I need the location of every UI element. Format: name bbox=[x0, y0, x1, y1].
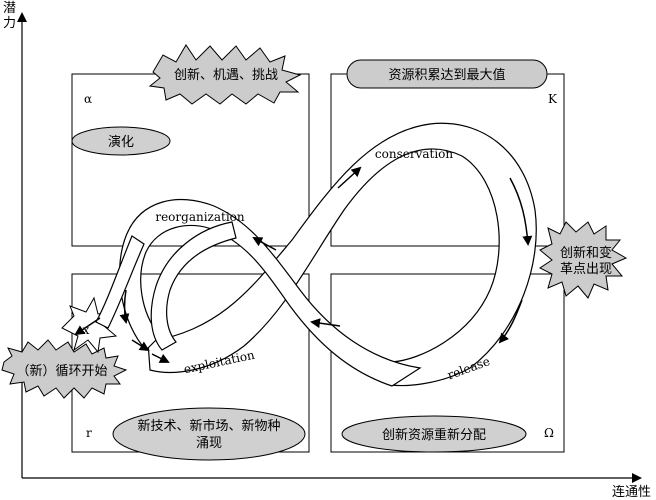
change-point-label-line1: 创新和变 bbox=[560, 245, 612, 261]
arrow-conservation-in bbox=[337, 166, 362, 189]
new-tech-label-line1: 新技术、新市场、新物种 bbox=[137, 418, 280, 434]
direction-arrows bbox=[74, 166, 533, 363]
arrow-release-left bbox=[310, 318, 341, 329]
reallocation-label: 创新资源重新分配 bbox=[382, 427, 486, 443]
arrow-reorg-down bbox=[119, 289, 130, 324]
arrow-x-out bbox=[74, 317, 101, 336]
resource-max-badge bbox=[346, 59, 548, 89]
evolution-oval bbox=[71, 126, 171, 156]
y-axis-label-2: 力 bbox=[3, 16, 16, 31]
new-tech-label-line2: 涌现 bbox=[196, 436, 222, 451]
axes: 潜 力 连通性 bbox=[3, 1, 651, 500]
arrow-exploitation-1 bbox=[131, 339, 150, 352]
x-label: x bbox=[83, 323, 90, 337]
y-axis-label: 潜 bbox=[3, 1, 16, 16]
x-axis-label: 连通性 bbox=[612, 484, 651, 500]
reallocation-oval bbox=[341, 415, 527, 453]
new-cycle-starburst bbox=[1, 339, 128, 399]
change-point-starburst bbox=[539, 221, 628, 299]
new-tech-oval bbox=[112, 407, 306, 461]
evolution-label: 演化 bbox=[108, 134, 134, 150]
new-cycle-label: （新）循环开始 bbox=[16, 363, 107, 379]
ribbon-inner-strand bbox=[150, 221, 237, 351]
change-point-label-line2: 革点出现 bbox=[560, 262, 612, 277]
K-symbol: K bbox=[548, 92, 558, 106]
alpha-symbol: α bbox=[84, 92, 92, 106]
adaptive-cycle-ribbon bbox=[95, 122, 537, 387]
arrow-release-down bbox=[498, 299, 523, 344]
ribbon-left-tail bbox=[95, 235, 145, 329]
innovation-starburst bbox=[148, 44, 302, 105]
innovation-label: 创新、机遇、挑战 bbox=[174, 67, 278, 83]
resource-max-label: 资源积累达到最大值 bbox=[388, 67, 505, 83]
starburst-badges: 创新、机遇、挑战 创新和变 革点出现 （新）循环开始 x bbox=[1, 44, 628, 399]
reorganization-label: reorganization bbox=[155, 210, 245, 224]
conservation-label: conservation bbox=[375, 147, 453, 161]
arrow-reorg-up bbox=[252, 237, 277, 251]
arrow-conservation-out bbox=[509, 177, 533, 246]
ovals: 演化 资源积累达到最大值 新技术、新市场、新物种 涌现 创新资源重新分配 bbox=[71, 59, 548, 461]
omega-symbol: Ω bbox=[544, 426, 554, 440]
arrow-exploitation-2 bbox=[151, 353, 170, 363]
r-symbol: r bbox=[86, 426, 92, 440]
